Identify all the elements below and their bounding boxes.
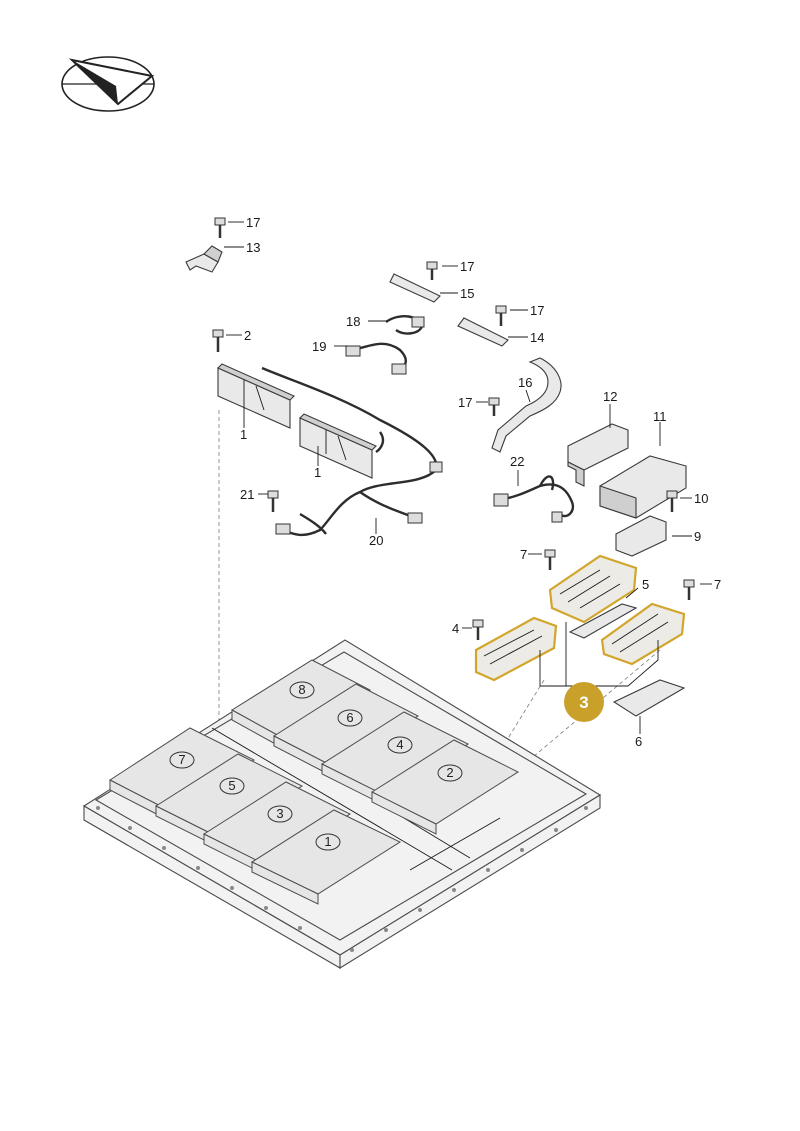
cell-module: 2: [370, 739, 520, 835]
part-3-badge: 3: [564, 682, 604, 722]
callout-22: 22: [510, 454, 524, 469]
bolt: [544, 549, 556, 570]
cell-module: 4: [320, 711, 470, 807]
callout-16: 16: [518, 375, 532, 390]
callout-1: 1: [240, 427, 247, 442]
callout-6: 6: [635, 734, 642, 749]
wiring-harness: [261, 366, 443, 537]
bolt: [495, 305, 507, 326]
callout-17: 17: [458, 395, 472, 410]
callout-17: 17: [530, 303, 544, 318]
callout-9: 9: [694, 529, 701, 544]
cover-plate: [217, 363, 295, 429]
badge-number: 3: [579, 693, 588, 712]
callout-4: 4: [452, 621, 459, 636]
callout-15: 15: [460, 286, 474, 301]
leader-lines: [224, 221, 712, 734]
callout-11: 11: [653, 409, 667, 424]
highlighted-module: [548, 554, 638, 624]
paper-plane-direction-icon: [61, 56, 155, 112]
cover-housing: [599, 455, 687, 519]
bolt: [426, 261, 438, 280]
callout-13: 13: [246, 240, 260, 255]
cell-modules: 8 6 4 2 7 5: [109, 659, 520, 905]
bolt: [683, 579, 695, 600]
callout-5: 5: [642, 577, 649, 592]
gasket: [612, 679, 686, 717]
cover-housing: [567, 423, 629, 487]
bolt: [488, 397, 500, 416]
bolt: [212, 329, 224, 352]
module-number: 2: [446, 765, 453, 780]
callout-21: 21: [240, 487, 254, 502]
bolt: [666, 490, 678, 512]
callout-7: 7: [714, 577, 721, 592]
callout-18: 18: [346, 314, 360, 329]
cover-plate: [299, 413, 377, 479]
callout-17: 17: [460, 259, 474, 274]
cell-module: 1: [250, 809, 402, 905]
module-number: 6: [346, 710, 353, 725]
wiring-harness: [345, 315, 425, 375]
callout-10: 10: [694, 491, 708, 506]
module-number: 8: [298, 682, 305, 697]
bolt: [267, 490, 279, 512]
highlighted-module: [600, 602, 686, 666]
mounting-bracket: [491, 357, 562, 453]
callout-1: 1: [314, 465, 321, 480]
wiring-harness: [493, 475, 575, 523]
bolt: [214, 217, 226, 238]
module-number: 5: [228, 778, 235, 793]
mounting-bracket: [389, 273, 441, 303]
cell-module: 6: [272, 683, 420, 779]
callout-2: 2: [244, 328, 251, 343]
module-number: 1: [324, 834, 331, 849]
bolt: [472, 619, 484, 640]
callout-19: 19: [312, 339, 326, 354]
module-number: 3: [276, 806, 283, 821]
gasket: [568, 603, 638, 639]
mounting-bracket: [457, 317, 509, 347]
callout-labels: 17 13 2 17 15 17 14 18 19 16 17 12 11 22…: [240, 215, 721, 749]
battery-tray: [82, 639, 602, 969]
callout-14: 14: [530, 330, 544, 345]
callout-20: 20: [369, 533, 383, 548]
callout-12: 12: [603, 389, 617, 404]
module-number: 7: [178, 752, 185, 767]
callout-17: 17: [246, 215, 260, 230]
mounting-bracket: [615, 515, 667, 557]
highlighted-module: [474, 616, 558, 682]
module-number: 4: [396, 737, 403, 752]
callout-7: 7: [520, 547, 527, 562]
mounting-bracket: [185, 245, 223, 273]
